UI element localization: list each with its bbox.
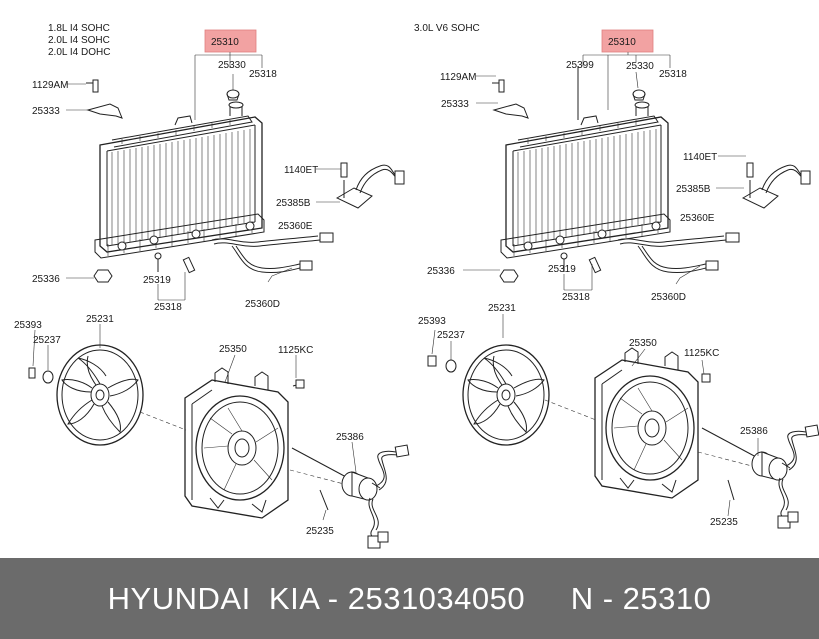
- right-label-25385b: 25385B: [676, 184, 711, 195]
- left-label-25333: 25333: [32, 106, 60, 117]
- left-variant-1: 1.8L I4 SOHC: [48, 23, 110, 34]
- right-label-1140et: 1140ET: [683, 152, 717, 163]
- footer-part-number-text: HYUNDAI KIA - 2531034050 N - 25310: [107, 580, 712, 616]
- left-variant-2: 2.0L I4 SOHC: [48, 35, 110, 46]
- right-label-25319: 25319: [548, 264, 576, 275]
- right-label-25231: 25231: [488, 303, 516, 314]
- left-label-25235: 25235: [306, 526, 334, 537]
- left-label-1125kc: 1125KC: [278, 345, 313, 356]
- left-label-25360d: 25360D: [245, 299, 280, 310]
- left-label-25336: 25336: [32, 274, 60, 285]
- right-part-labels: 25310 25399 25330 25318 1129AM 25333 114…: [418, 37, 768, 528]
- right-label-25318a: 25318: [659, 69, 687, 80]
- right-label-25399: 25399: [566, 60, 594, 71]
- left-label-25318b: 25318: [154, 302, 182, 313]
- right-label-25330: 25330: [626, 61, 654, 72]
- left-label-25330: 25330: [218, 60, 246, 71]
- left-label-25385b: 25385B: [276, 198, 311, 209]
- right-label-1129am: 1129AM: [440, 72, 477, 83]
- left-diagram: [28, 29, 410, 549]
- parts-diagram: 1.8L I4 SOHC 2.0L I4 SOHC 2.0L I4 DOHC 2…: [14, 23, 819, 549]
- right-label-25393: 25393: [418, 316, 446, 327]
- left-highlight-box: [204, 29, 257, 53]
- right-extras: [427, 29, 759, 517]
- right-label-25237: 25237: [437, 330, 465, 341]
- left-label-25319: 25319: [143, 275, 171, 286]
- left-label-25237: 25237: [33, 335, 61, 346]
- right-label-25386: 25386: [740, 426, 768, 437]
- left-label-25360e: 25360E: [278, 221, 313, 232]
- right-diagram: [462, 79, 811, 446]
- left-label-1129am: 1129AM: [32, 80, 69, 91]
- right-label-1125kc: 1125KC: [684, 348, 719, 359]
- left-label-25386: 25386: [336, 432, 364, 443]
- right-label-25336: 25336: [427, 266, 455, 277]
- left-label-25350: 25350: [219, 344, 247, 355]
- left-part-labels: 25310 25330 25318 1129AM 25333 1140ET 25…: [14, 37, 364, 537]
- left-label-1140et: 1140ET: [284, 165, 318, 176]
- right-label-25350: 25350: [629, 338, 657, 349]
- right-label-25235: 25235: [710, 517, 738, 528]
- part-number-footer: HYUNDAI KIA - 2531034050 N - 25310: [0, 558, 819, 639]
- left-label-25231: 25231: [86, 314, 114, 325]
- right-label-25310: 25310: [608, 37, 636, 48]
- left-label-25393: 25393: [14, 320, 42, 331]
- right-highlight-box: [601, 29, 654, 53]
- left-variant-3: 2.0L I4 DOHC: [48, 47, 110, 58]
- left-label-25310: 25310: [211, 37, 239, 48]
- left-label-25318a: 25318: [249, 69, 277, 80]
- right-engine-variant: 3.0L V6 SOHC: [414, 23, 480, 34]
- right-label-25360d: 25360D: [651, 292, 686, 303]
- right-label-25360e: 25360E: [680, 213, 715, 224]
- right-label-25318b: 25318: [562, 292, 590, 303]
- right-label-25333: 25333: [441, 99, 469, 110]
- left-engine-variants: 1.8L I4 SOHC 2.0L I4 SOHC 2.0L I4 DOHC: [48, 23, 110, 58]
